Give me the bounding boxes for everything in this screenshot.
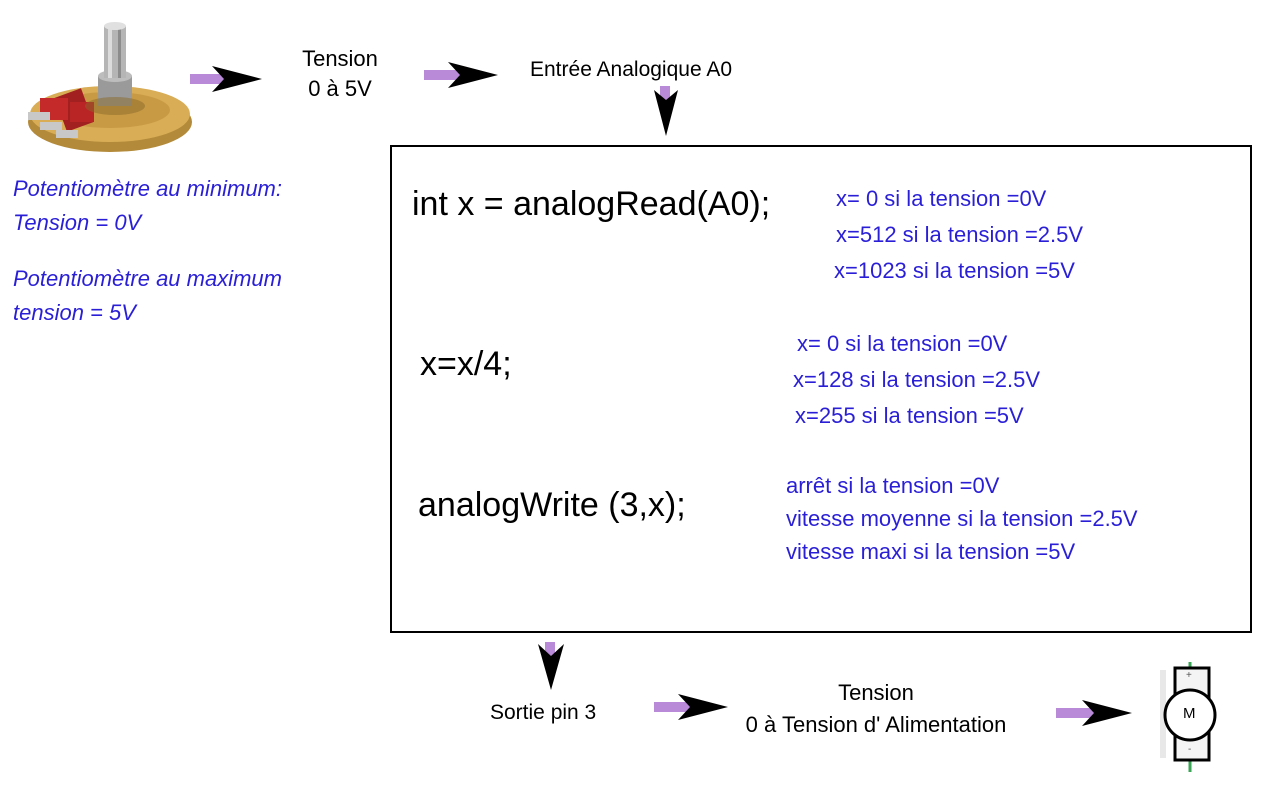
divide-notes: x= 0 si la tension =0V x=128 si la tensi… <box>793 326 1040 434</box>
motor-label: M <box>1183 705 1196 722</box>
pot-max-line1: Potentiomètre au maximum <box>13 266 282 291</box>
pot-max-note: Potentiomètre au maximum tension = 5V <box>13 262 282 330</box>
input-voltage-line2: 0 à 5V <box>308 76 372 101</box>
arrow-down-icon <box>654 86 678 136</box>
pot-min-line2: Tension = 0V <box>13 210 142 235</box>
analogread-note-2: x=1023 si la tension =5V <box>834 258 1075 283</box>
output-voltage-label: Tension 0 à Tension d' Alimentation <box>716 680 1036 738</box>
code-analogread: int x = analogRead(A0); <box>412 185 771 223</box>
divide-note-2: x=255 si la tension =5V <box>795 403 1024 428</box>
pot-max-line2: tension = 5V <box>13 300 136 325</box>
analogwrite-note-1: vitesse moyenne si la tension =2.5V <box>786 506 1138 531</box>
dc-motor-icon <box>1160 662 1217 772</box>
arrow-right-icon <box>190 66 262 92</box>
input-voltage-line1: Tension <box>302 46 378 71</box>
motor-minus-label: - <box>1188 744 1192 755</box>
analog-input-label: Entrée Analogique A0 <box>530 58 733 81</box>
output-voltage-line2: 0 à Tension d' Alimentation <box>745 712 1007 737</box>
motor-plus-label: + <box>1186 670 1192 681</box>
divide-note-0: x= 0 si la tension =0V <box>797 331 1008 356</box>
output-voltage-line1: Tension <box>838 680 914 705</box>
analogwrite-note-2: vitesse maxi si la tension =5V <box>786 539 1076 564</box>
input-voltage-label: Tension 0 à 5V <box>290 46 390 102</box>
code-box <box>390 145 1252 633</box>
arrow-right-icon <box>1056 700 1132 726</box>
analogread-note-1: x=512 si la tension =2.5V <box>836 222 1084 247</box>
analogwrite-notes: arrêt si la tension =0V vitesse moyenne … <box>786 469 1138 568</box>
analogread-notes: x= 0 si la tension =0V x=512 si la tensi… <box>834 181 1083 289</box>
arrow-right-icon <box>654 694 728 720</box>
code-analogwrite: analogWrite (3,x); <box>418 486 686 524</box>
analogread-note-0: x= 0 si la tension =0V <box>836 186 1047 211</box>
arrow-right-icon <box>424 62 498 88</box>
output-pin-label: Sortie pin 3 <box>490 701 597 724</box>
code-divide: x=x/4; <box>420 345 512 383</box>
pot-min-line1: Potentiomètre au minimum: <box>13 176 282 201</box>
potentiometer-icon <box>28 22 192 152</box>
arrow-down-icon <box>538 642 564 690</box>
analogwrite-note-0: arrêt si la tension =0V <box>786 473 1000 498</box>
divide-note-1: x=128 si la tension =2.5V <box>793 367 1041 392</box>
pot-min-note: Potentiomètre au minimum: Tension = 0V <box>13 172 282 240</box>
